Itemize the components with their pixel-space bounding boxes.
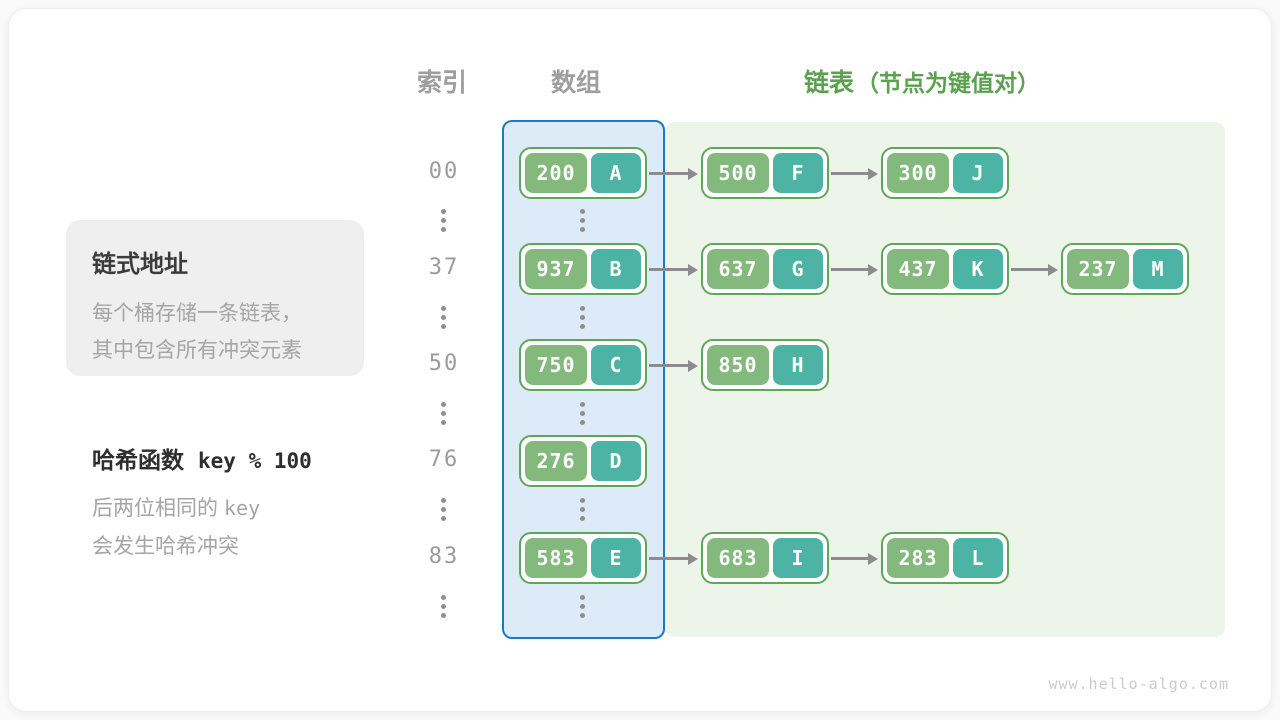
node-key: 300 [887, 153, 949, 193]
concept-box-title: 链式地址 [92, 251, 188, 278]
index-ellipsis [441, 306, 446, 329]
node-key: 937 [525, 249, 587, 289]
index-ellipsis [441, 402, 446, 425]
hash-function-code: key % 100 [198, 449, 312, 473]
concept-box-line: 其中包含所有冲突元素 [92, 339, 302, 362]
node-key: 283 [887, 538, 949, 578]
column-header-array: 数组 [550, 69, 601, 97]
node-value: E [591, 538, 641, 578]
hash-note-line: 会发生哈希冲突 [92, 535, 239, 558]
array-ellipsis [580, 306, 585, 329]
key-code: key [224, 496, 261, 520]
node-value: J [953, 153, 1003, 193]
index-ellipsis [441, 498, 446, 521]
node-value: H [773, 345, 823, 385]
next-pointer-arrow [649, 557, 689, 560]
next-pointer-arrow [831, 172, 869, 175]
node-key: 200 [525, 153, 587, 193]
index-ellipsis [441, 595, 446, 618]
array-ellipsis [580, 498, 585, 521]
watermark: www.hello-algo.com [1048, 675, 1229, 693]
array-ellipsis [580, 402, 585, 425]
node-value: K [953, 249, 1003, 289]
node-value: I [773, 538, 823, 578]
concept-box-line: 每个桶存储一条链表， [92, 302, 302, 325]
node-key: 276 [525, 441, 587, 481]
node-value: A [591, 153, 641, 193]
node-value: B [591, 249, 641, 289]
bucket-index-label: 50 [428, 351, 460, 376]
node-key: 583 [525, 538, 587, 578]
node-key: 500 [707, 153, 769, 193]
array-ellipsis [580, 209, 585, 232]
column-header-list-note: （节点为键值对） [856, 70, 1041, 96]
hash-function-title: 哈希函数 key % 100 [92, 441, 312, 475]
hash-function-label: 哈希函数 [92, 447, 184, 473]
bucket-index-label: 76 [428, 447, 460, 472]
next-pointer-arrow [649, 172, 689, 175]
node-key: 637 [707, 249, 769, 289]
node-value: G [773, 249, 823, 289]
column-header-list-label: 链表 [804, 69, 855, 97]
node-key: 850 [707, 345, 769, 385]
bucket-index-label: 00 [428, 159, 460, 184]
next-pointer-arrow [649, 364, 689, 367]
array-ellipsis [580, 595, 585, 618]
bucket-index-label: 37 [428, 255, 460, 280]
next-pointer-arrow [831, 268, 869, 271]
node-value: C [591, 345, 641, 385]
node-key: 437 [887, 249, 949, 289]
node-key: 237 [1067, 249, 1129, 289]
bucket-index-label: 83 [428, 544, 460, 569]
node-key: 750 [525, 345, 587, 385]
column-header-index: 索引 [416, 69, 467, 97]
next-pointer-arrow [1011, 268, 1049, 271]
node-key: 683 [707, 538, 769, 578]
diagram-card: 索引 数组 链表（节点为键值对） 链式地址 每个桶存储一条链表， 其中包含所有冲… [8, 8, 1272, 712]
next-pointer-arrow [831, 557, 869, 560]
next-pointer-arrow [649, 268, 689, 271]
index-ellipsis [441, 209, 446, 232]
node-value: M [1133, 249, 1183, 289]
node-value: D [591, 441, 641, 481]
column-header-list: 链表（节点为键值对） [804, 63, 1040, 99]
node-value: L [953, 538, 1003, 578]
concept-box: 链式地址 每个桶存储一条链表， 其中包含所有冲突元素 [66, 220, 364, 376]
node-value: F [773, 153, 823, 193]
